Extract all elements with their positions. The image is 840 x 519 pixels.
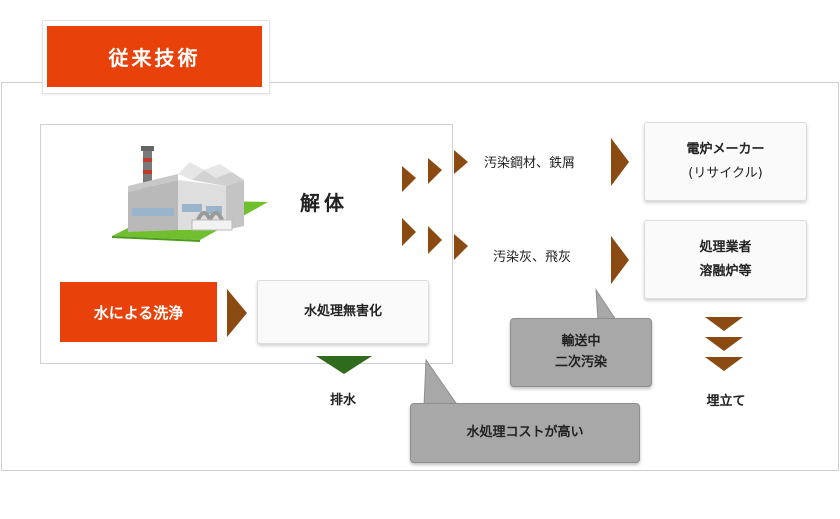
ash-label: 汚染灰、飛灰 <box>493 250 572 265</box>
landfill-label: 埋立て <box>706 394 746 409</box>
disposal-card: 処理業者 溶融炉等 <box>644 220 807 299</box>
steel-waste-label: 汚染鋼材、鉄屑 <box>484 156 576 171</box>
bubble-tail <box>423 358 459 406</box>
page-title: 従来技術 <box>47 26 262 87</box>
drainage-label: 排水 <box>329 393 356 408</box>
arrow-right-icon <box>611 138 629 186</box>
transport-contamination-bubble: 輸送中 二次汚染 <box>510 318 652 387</box>
transport-bubble-line2: 二次汚染 <box>554 354 607 370</box>
electric-furnace-line1: 電炉メーカー <box>686 142 765 157</box>
disposal-line1: 処理業者 <box>699 240 752 255</box>
arrow-right-icon <box>402 218 468 260</box>
dismantle-label: 解体 <box>300 191 348 215</box>
bubble-tail <box>595 288 617 320</box>
wash-step: 水による洗浄 <box>60 282 217 342</box>
arrow-right-icon <box>402 150 468 192</box>
electric-furnace-card: 電炉メーカー (リサイクル) <box>644 122 807 201</box>
cost-bubble-label: 水処理コストが高い <box>466 424 584 440</box>
factory-icon <box>112 146 268 242</box>
chevron-down-icon <box>705 317 743 371</box>
arrow-right-icon <box>611 236 629 284</box>
water-treatment-label: 水処理無害化 <box>303 304 382 320</box>
disposal-line2: 溶融炉等 <box>699 263 752 279</box>
electric-furnace-line2: (リサイクル) <box>688 165 763 181</box>
arrow-down-icon <box>316 356 372 374</box>
transport-bubble-line1: 輸送中 <box>561 334 601 350</box>
water-treatment-card: 水処理無害化 <box>257 280 429 344</box>
arrow-right-icon <box>227 289 247 337</box>
water-cost-bubble: 水処理コストが高い <box>410 403 640 463</box>
